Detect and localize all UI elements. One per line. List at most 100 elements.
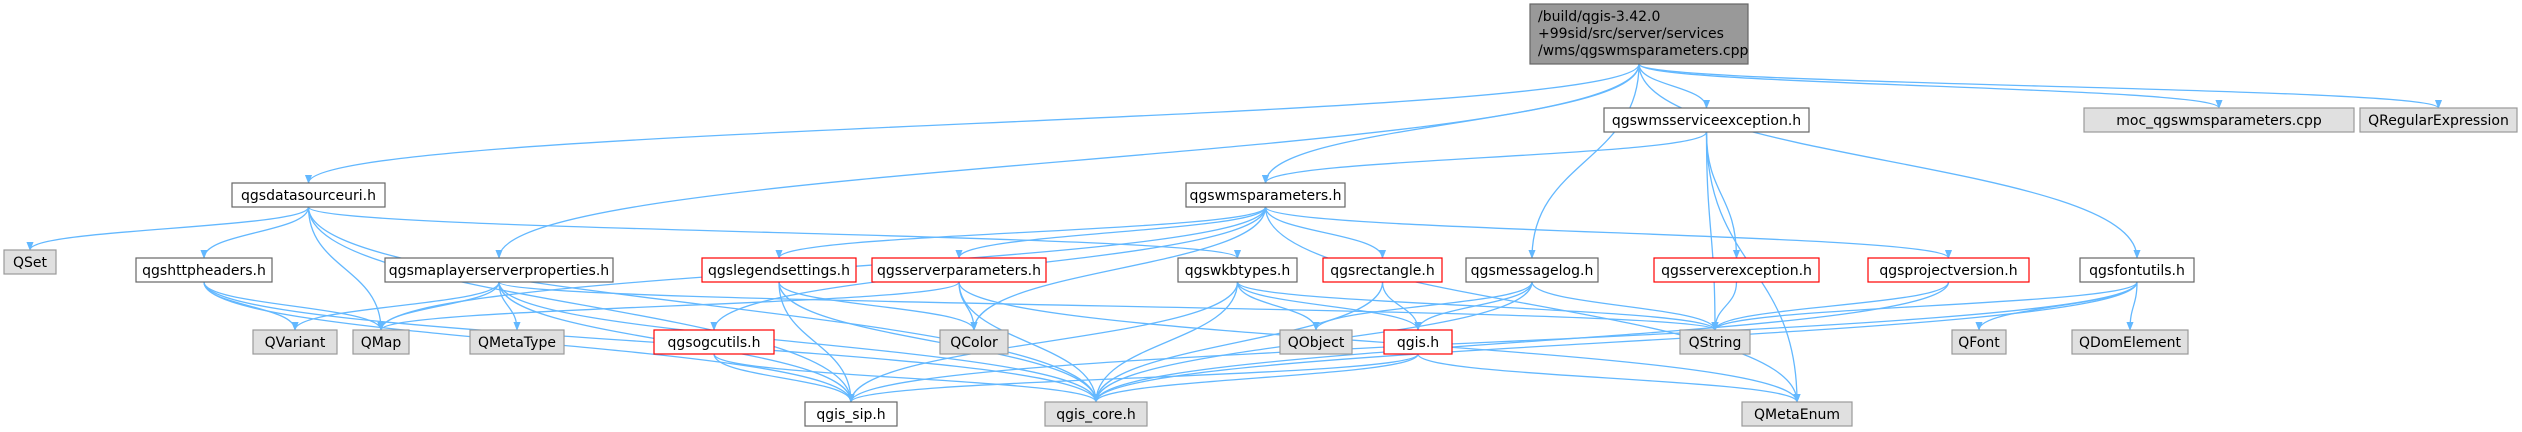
node-label: qgsfontutils.h — [2089, 263, 2185, 279]
node-label: qgis_sip.h — [816, 407, 885, 423]
node-qgswmsparameters-h[interactable]: qgswmsparameters.h — [1185, 182, 1346, 208]
edge-qgsmessagelog-h-to-qgis-h — [1414, 281, 1533, 331]
node-box — [231, 182, 386, 208]
node-label: qgshttpheaders.h — [142, 263, 266, 279]
node-qgsogcutils-h[interactable]: qgsogcutils.h — [653, 329, 775, 355]
edge-qgsogcutils-h-to-qgis-sip-h — [713, 353, 855, 403]
node-box — [1322, 257, 1443, 283]
edge-root-to-qgsmaplayerserverproperties-h — [495, 63, 1640, 259]
node-box — [2083, 107, 2355, 133]
node-label: qgslegendsettings.h — [708, 263, 850, 279]
edge-qgsfontutils-h-to-qdom-element — [2126, 281, 2138, 331]
node-qgis-sip-h[interactable]: qgis_sip.h — [804, 401, 898, 427]
node-box — [1529, 3, 1749, 65]
edge-qgsdatasourceuri-h-to-qset — [26, 206, 310, 251]
node-label: qgsogcutils.h — [668, 335, 761, 351]
node-qgsfontutils-h[interactable]: qgsfontutils.h — [2079, 257, 2195, 283]
node-root[interactable]: /build/qgis-3.42.0+99sid/src/server/serv… — [1529, 3, 1749, 65]
node-label: moc_qgswmsparameters.cpp — [2116, 113, 2322, 129]
edge-qgsrectangle-h-to-qgis-core-h — [1092, 281, 1384, 403]
edge-qgsserverparameters-h-to-qmeta-enum — [958, 281, 1801, 403]
node-qgswkbtypes-h[interactable]: qgswkbtypes.h — [1177, 257, 1298, 283]
node-box — [1653, 257, 1820, 283]
node-box — [653, 329, 775, 355]
node-qgsmaplayerserverproperties-h[interactable]: qgsmaplayerserverproperties.h — [384, 257, 614, 283]
edge-qgsmaplayerserverproperties-h-to-qvariant — [291, 281, 500, 331]
edge-qgswmsparameters-h-to-qcolor — [970, 206, 1267, 331]
edge-qgsfontutils-h-to-qstring — [1711, 281, 2138, 331]
node-box — [3, 249, 57, 275]
node-box — [804, 401, 898, 427]
edge-qgswmsparameters-h-to-qgsrectangle-h — [1264, 206, 1387, 259]
node-qgsserverexception-h[interactable]: qgsserverexception.h — [1653, 257, 1820, 283]
node-label: QDomElement — [2079, 335, 2181, 351]
edge-qgsprojectversion-h-to-qstring — [1711, 281, 1950, 331]
node-label: qgswmsserviceexception.h — [1612, 113, 1801, 129]
node-qgsdatasourceuri-h[interactable]: qgsdatasourceuri.h — [231, 182, 386, 208]
edge-qgsfontutils-h-to-qgis-sip-h — [847, 281, 2138, 403]
node-box — [1951, 329, 2007, 355]
node-qgshttpheaders-h[interactable]: qgshttpheaders.h — [135, 257, 273, 283]
edge-qgslegendsettings-h-to-qcolor — [778, 281, 978, 331]
edge-qgsserverparameters-h-to-qgis-core-h — [958, 281, 1100, 403]
edge-qgshttpheaders-h-to-qgis-core-h — [203, 281, 1100, 403]
node-qset: QSet — [3, 249, 57, 275]
edge-qgswmsparameters-h-to-qgslegendsettings-h — [775, 206, 1267, 259]
node-qgslegendsettings-h[interactable]: qgslegendsettings.h — [701, 257, 857, 283]
edge-qgsfontutils-h-to-qgis-core-h — [1092, 281, 2138, 403]
node-box — [1185, 182, 1346, 208]
node-label: QMap — [361, 335, 402, 351]
node-label: qgsrectangle.h — [1330, 263, 1434, 279]
edge-qgsmaplayerserverproperties-h-to-qmap — [377, 281, 500, 331]
node-qgsprojectversion-h[interactable]: qgsprojectversion.h — [1867, 257, 2030, 283]
edge-root-to-moc-qgswmsparameters-cpp — [1638, 63, 2223, 109]
node-box — [2071, 329, 2189, 355]
node-box — [701, 257, 857, 283]
edge-root-to-qgswmsserviceexception-h — [1638, 63, 1711, 109]
edge-root-to-qgsmessagelog-h — [1528, 63, 1640, 259]
node-label: qgsprojectversion.h — [1879, 263, 2017, 279]
node-qgsrectangle-h[interactable]: qgsrectangle.h — [1322, 257, 1443, 283]
node-qgis-h[interactable]: qgis.h — [1383, 329, 1453, 355]
edge-root-to-qgswmsparameters-h — [1261, 63, 1640, 184]
node-qgsserverparameters-h[interactable]: qgsserverparameters.h — [871, 257, 1047, 283]
node-qvariant: QVariant — [252, 329, 338, 355]
node-qgswmsserviceexception-h[interactable]: qgswmsserviceexception.h — [1603, 107, 1810, 133]
node-qobject: QObject — [1279, 329, 1353, 355]
node-qdom-element: QDomElement — [2071, 329, 2189, 355]
node-qgsmessagelog-h[interactable]: qgsmessagelog.h — [1465, 257, 1599, 283]
node-label: qgis_core.h — [1056, 407, 1136, 423]
node-box — [1741, 401, 1853, 427]
node-label-line: /build/qgis-3.42.0 — [1538, 9, 1660, 25]
edge-qgis-h-to-qgis-sip-h — [847, 353, 1419, 403]
node-box — [469, 329, 565, 355]
node-label-line: /wms/qgswmsparameters.cpp — [1538, 43, 1749, 59]
edge-qgswmsparameters-h-to-qgsserverparameters-h — [955, 206, 1267, 259]
node-label: qgsserverparameters.h — [877, 263, 1041, 279]
node-label: QString — [1689, 335, 1742, 351]
node-label: QMetaType — [478, 335, 556, 351]
node-label: QVariant — [265, 335, 326, 351]
node-qmeta-enum: QMetaEnum — [1741, 401, 1853, 427]
node-box — [1383, 329, 1453, 355]
edge-qgsmessagelog-h-to-qstring — [1531, 281, 1719, 331]
edge-qgswmsparameters-h-to-qgsprojectversion-h — [1264, 206, 1952, 259]
edge-qgswkbtypes-h-to-qobject — [1236, 281, 1320, 331]
edge-qgswkbtypes-h-to-qgis-sip-h — [847, 281, 1239, 403]
node-label: qgsserverexception.h — [1661, 263, 1812, 279]
node-qmeta-type: QMetaType — [469, 329, 565, 355]
edge-qgswkbtypes-h-to-qgis-h — [1236, 281, 1422, 331]
node-box — [135, 257, 273, 283]
node-box — [352, 329, 410, 355]
edge-qgsmaplayerserverproperties-h-to-qgis-core-h — [498, 281, 1100, 403]
node-box — [252, 329, 338, 355]
node-box — [384, 257, 614, 283]
node-box — [2079, 257, 2195, 283]
node-label: QFont — [1958, 335, 2000, 351]
node-label: QObject — [1288, 335, 1345, 351]
node-box — [1044, 401, 1148, 427]
node-label-line: +99sid/src/server/services — [1538, 26, 1724, 42]
node-qcolor: QColor — [939, 329, 1009, 355]
node-label: qgsmaplayerserverproperties.h — [389, 263, 609, 279]
